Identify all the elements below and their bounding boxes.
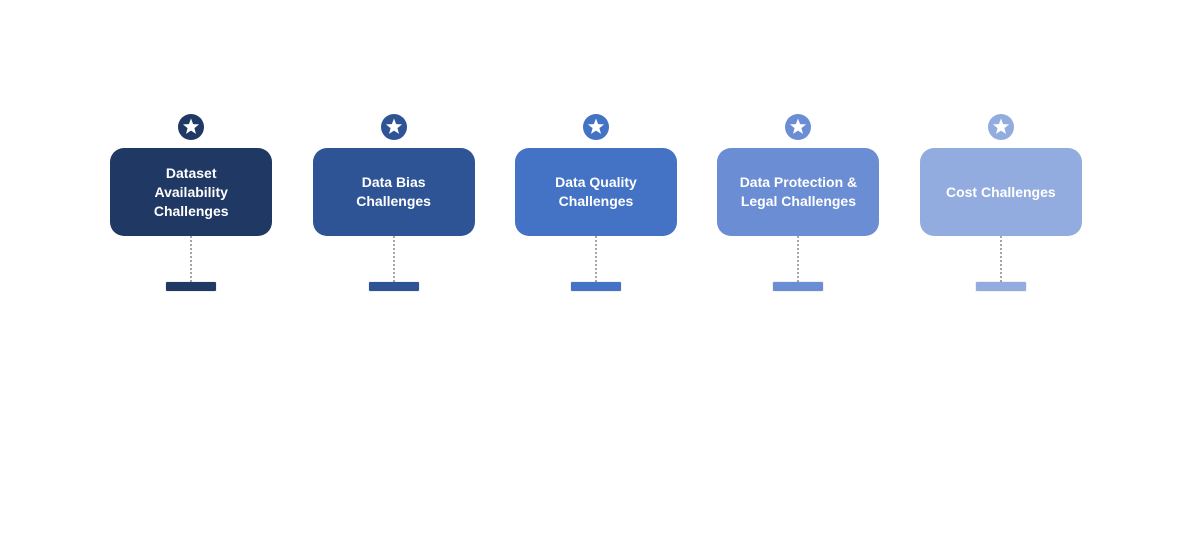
star-icon xyxy=(178,114,205,140)
challenge-item: Cost Challenges xyxy=(900,114,1102,291)
connector-line xyxy=(392,236,395,282)
challenge-card: Data Quality Challenges xyxy=(515,148,678,236)
challenge-item: Data Bias Challenges xyxy=(292,114,494,291)
connector-line xyxy=(595,236,598,282)
star-icon-glyph xyxy=(587,118,605,134)
challenge-label: Data Protection & Legal Challenges xyxy=(739,174,858,209)
challenge-card: Data Bias Challenges xyxy=(312,148,475,236)
base-bar xyxy=(166,282,217,291)
star-icon xyxy=(785,114,812,140)
star-icon-glyph xyxy=(992,118,1009,134)
challenge-items-row: Dataset Availability Challenges Data Bia… xyxy=(90,114,1102,291)
star-icon-glyph xyxy=(385,118,402,134)
star-icon xyxy=(987,114,1014,140)
star-icon xyxy=(380,114,407,140)
base-bar xyxy=(975,282,1026,291)
challenge-item: Data Quality Challenges xyxy=(495,114,697,291)
challenge-card: Dataset Availability Challenges xyxy=(110,148,273,236)
connector-line xyxy=(190,236,193,282)
base-bar xyxy=(773,282,824,291)
challenge-card: Cost Challenges xyxy=(919,148,1082,236)
challenge-label: Data Bias Challenges xyxy=(356,174,431,209)
connector-line xyxy=(797,236,800,282)
connector-line xyxy=(999,236,1002,282)
challenge-label: Data Quality Challenges xyxy=(555,174,637,209)
star-icon-glyph xyxy=(183,118,200,134)
challenge-label: Cost Challenges xyxy=(945,183,1056,200)
challenge-item: Dataset Availability Challenges xyxy=(90,114,292,291)
base-bar xyxy=(571,282,622,291)
challenge-card: Data Protection & Legal Challenges xyxy=(717,148,880,236)
challenge-label: Dataset Availability Challenges xyxy=(153,164,229,219)
star-icon-glyph xyxy=(790,118,807,134)
challenge-item: Data Protection & Legal Challenges xyxy=(697,114,899,291)
base-bar xyxy=(368,282,419,291)
star-icon xyxy=(583,114,610,140)
